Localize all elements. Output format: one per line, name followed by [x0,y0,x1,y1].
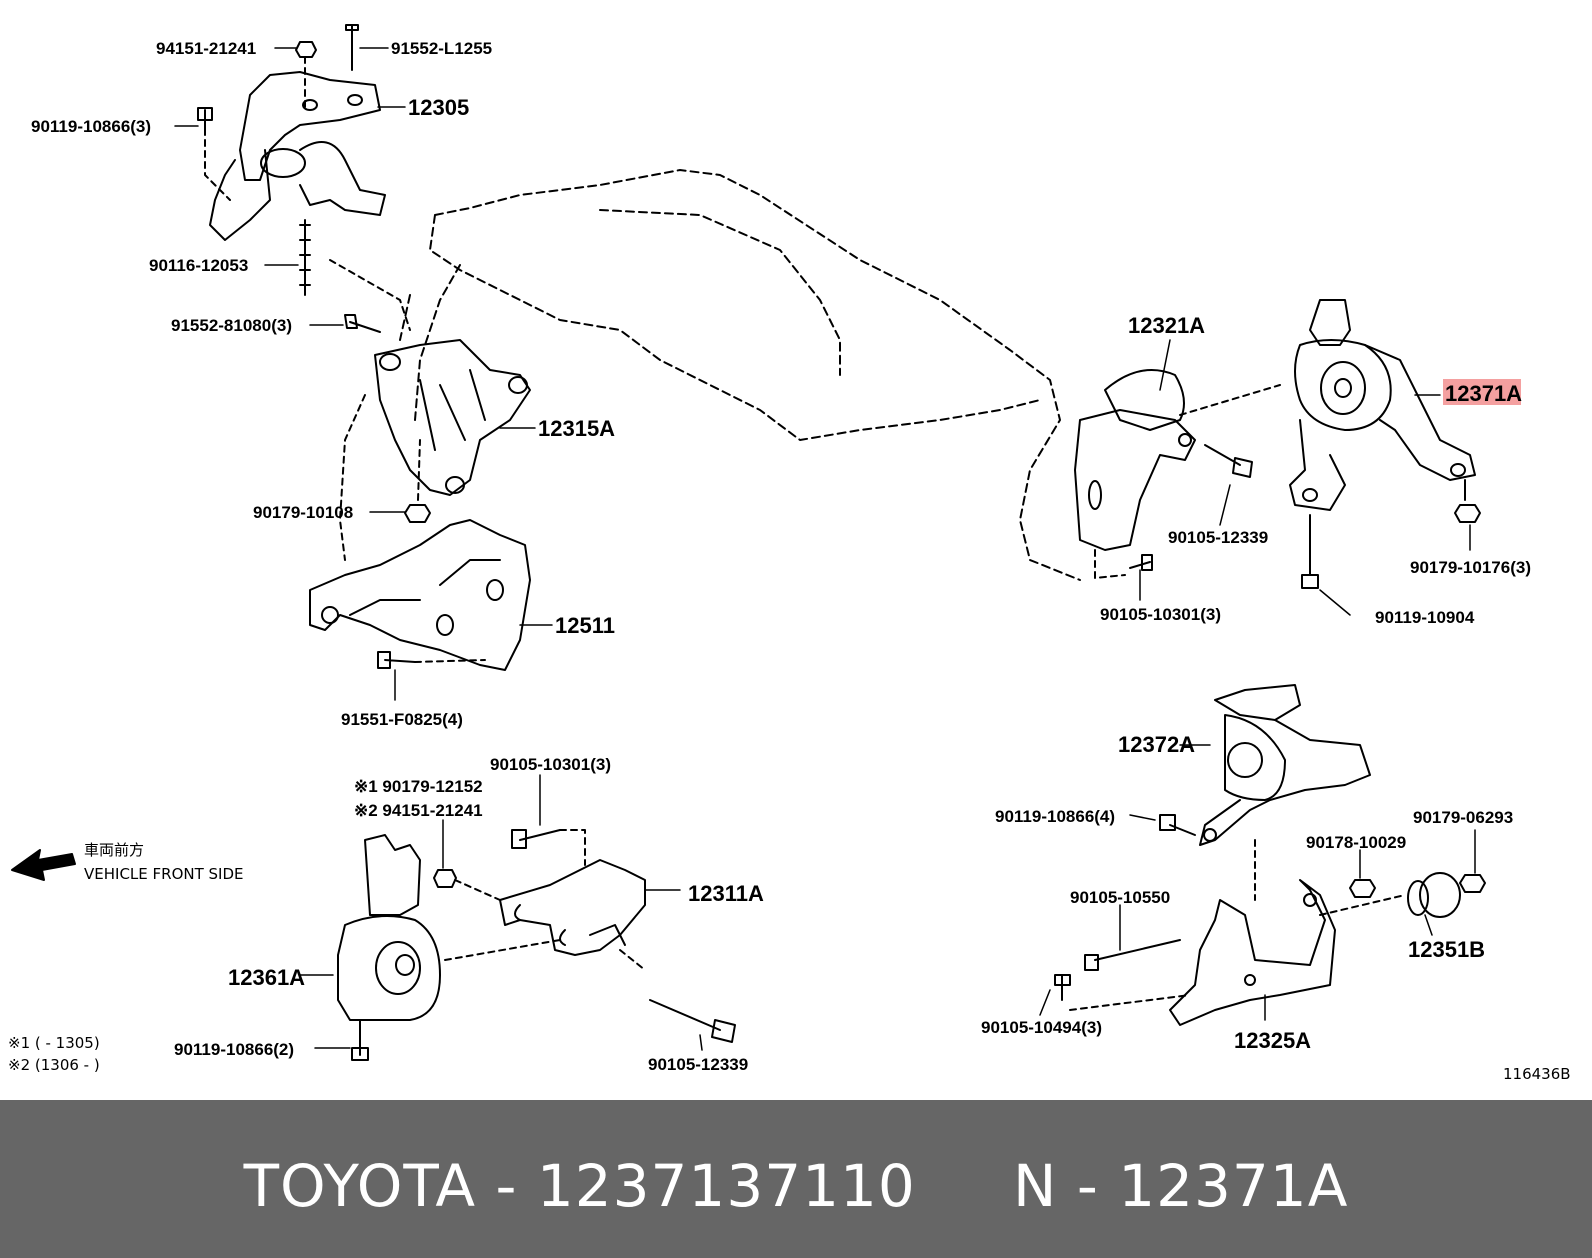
label-12361A: 12361A [228,965,305,990]
nut-90179-10176 [1454,504,1481,523]
bolt-90119-10904 [1301,514,1319,589]
label-90119-10866-3: 90119-10866(3) [31,117,151,136]
figure-id: 116436B [1503,1065,1571,1083]
label-90179-06293: 90179-06293 [1413,808,1513,827]
part-12315A [374,339,531,496]
label-90179-12152: ※1 90179-12152 [354,777,483,796]
part-12361A [337,834,441,1021]
stud-90116-12053 [299,219,311,296]
label-90119-10866-4: 90119-10866(4) [995,807,1115,826]
bolt-91552-L1255 [345,24,359,71]
bolt-90119-10866-2 [351,1019,369,1061]
highlight-box [1443,379,1521,405]
part-12305 [209,71,386,241]
label-90179-10108: 90179-10108 [253,503,353,522]
label-90105-10494-3: 90105-10494(3) [981,1018,1102,1037]
front-label-jp: 車両前方 [84,841,144,859]
nut-90179-06293 [1459,874,1486,893]
bolt-90105-12339-b [649,999,736,1043]
label-91551-F0825-4: 91551-F0825(4) [341,710,463,729]
label-12351B: 12351B [1408,937,1485,962]
parts-diagram: 94151-21241 91552-L1255 12305 90119-1086… [8,24,1571,1083]
part-12372A [1199,684,1371,846]
arrow-icon [11,849,76,881]
nut-94151-21241 [295,41,317,58]
nut-90179-10108 [404,504,431,523]
part-12511 [309,519,531,671]
label-90116-12053: 90116-12053 [149,256,248,275]
part-12371A [1289,299,1476,511]
label-12511: 12511 [555,613,615,638]
label-91552-81080-3: 91552-81080(3) [171,316,292,335]
label-90119-10866-2: 90119-10866(2) [174,1040,294,1059]
bolt-90119-10866-4 [1159,814,1196,836]
label-94151-21241-b: ※2 94151-21241 [354,801,483,820]
bolt-90105-10301-b [511,829,561,849]
label-90105-10301-3-b: 90105-10301(3) [490,755,611,774]
engine-outline [429,169,1081,581]
label-12311A: 12311A [688,881,764,906]
bolt-90105-10494 [1054,974,1071,1001]
label-90105-10550: 90105-10550 [1070,888,1170,907]
part-12321A [1074,369,1196,551]
label-94151-21241: 94151-21241 [156,39,256,58]
label-90179-10176-3: 90179-10176(3) [1410,558,1531,577]
label-12325A: 12325A [1234,1028,1311,1053]
nut-94151 [433,869,457,888]
footnote-1: ※1 ( - 1305) [8,1034,100,1052]
bolt-90119-10866 [197,107,213,136]
label-90105-12339-a: 90105-12339 [1168,528,1268,547]
label-90105-10301-3-a: 90105-10301(3) [1100,605,1221,624]
label-12371A: 12371A [1445,381,1522,406]
part-12351B [1407,872,1461,918]
part-number-title: TOYOTA - 1237137110 N - 12371A [243,1152,1349,1220]
bolt-91551-F0825 [377,651,416,669]
bolt-90105-12339 [1204,444,1253,478]
label-91552-L1255: 91552-L1255 [391,39,492,58]
label-90105-12339-b: 90105-12339 [648,1055,748,1074]
footer-bar: TOYOTA - 1237137110 N - 12371A [0,1100,1592,1258]
label-90119-10904: 90119-10904 [1375,608,1475,627]
label-12305: 12305 [408,95,469,120]
bolt-90105-10550 [1084,939,1181,971]
footnote-2: ※2 (1306 - ) [8,1056,100,1074]
nut-90178-10029 [1349,879,1376,898]
bolt-90105-10301 [1129,554,1153,571]
part-12325A [1169,879,1336,1026]
label-90178-10029: 90178-10029 [1306,833,1406,852]
label-12372A: 12372A [1118,732,1195,757]
part-12311A [499,859,646,956]
label-12321A: 12321A [1128,313,1205,338]
label-12315A: 12315A [538,416,615,441]
bolt-91552-81080 [344,314,381,333]
front-label-en: VEHICLE FRONT SIDE [84,865,244,883]
